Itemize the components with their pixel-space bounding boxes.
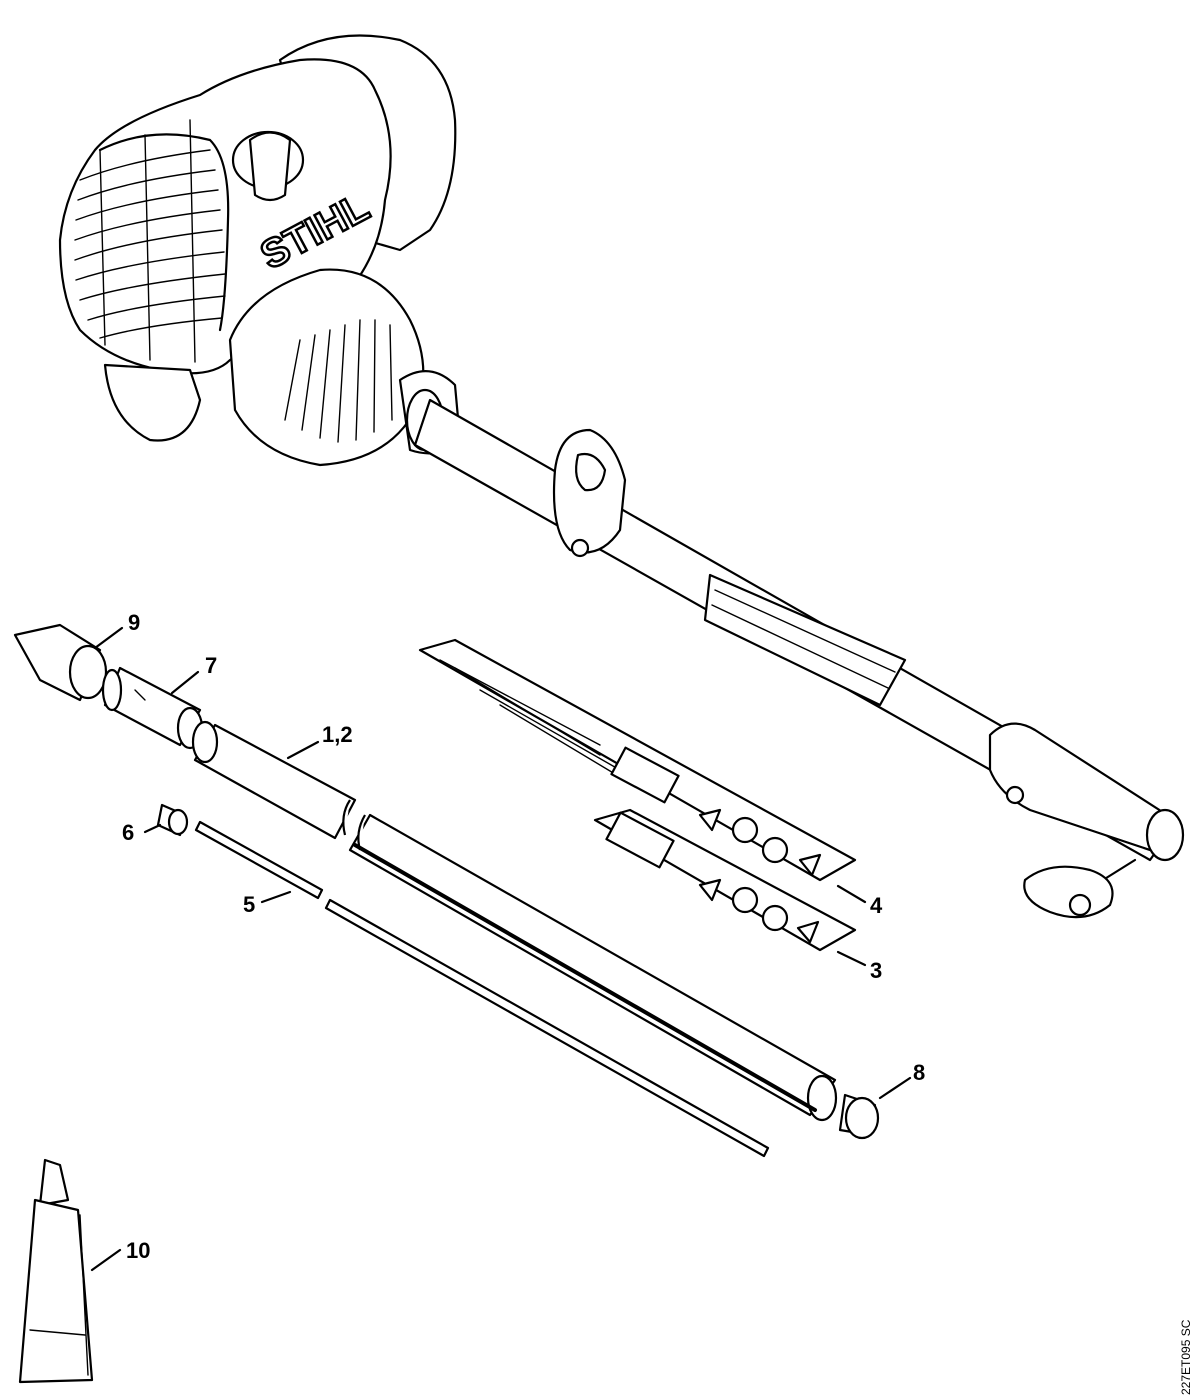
part-6-sleeve [156, 803, 189, 837]
cooling-grille [74, 119, 230, 363]
part-8-plug [838, 1093, 880, 1140]
callout-5: 5 [243, 892, 255, 917]
callout-6: 6 [122, 820, 134, 845]
part-3-warning-label [593, 808, 857, 952]
callout-7: 7 [205, 653, 217, 678]
part-10-grease-tube [18, 1158, 94, 1384]
callout-3: 3 [870, 958, 882, 983]
callout-4: 4 [870, 893, 883, 918]
callout-numbers: 9 7 1,2 6 5 4 3 8 10 [122, 610, 925, 1263]
part-5-drive-shaft [194, 820, 770, 1158]
part-1-2-tube-upper [191, 720, 357, 840]
part-4-warning-label [418, 638, 857, 882]
engine-powerhead: STIHL [58, 34, 462, 467]
drawing-code: 227ET095 SC [1179, 1319, 1193, 1395]
callout-1-2: 1,2 [322, 722, 353, 747]
drive-tube-assembly [413, 398, 1185, 919]
part-1-2-tube-lower [348, 813, 838, 1122]
part-9-cap [13, 623, 108, 702]
fan-fins [284, 319, 393, 443]
leader-lines [90, 626, 912, 1272]
callout-8: 8 [913, 1060, 925, 1085]
callout-10: 10 [126, 1238, 150, 1263]
callout-9: 9 [128, 610, 140, 635]
